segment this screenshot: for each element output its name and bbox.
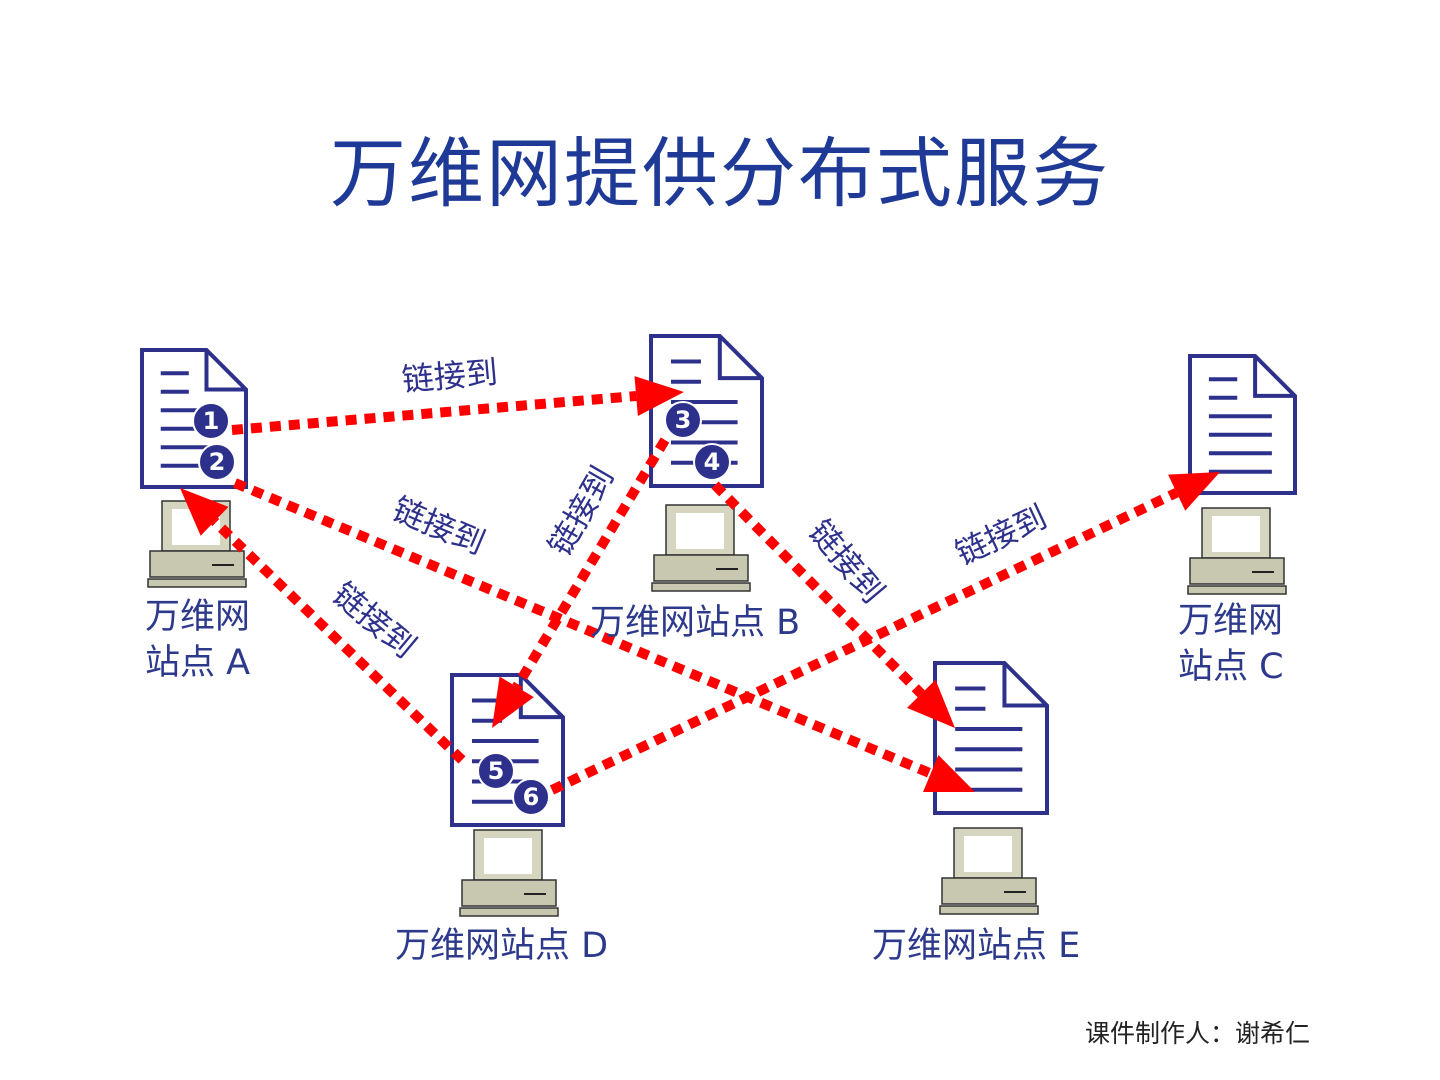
- step-badge-4: 4: [693, 443, 731, 481]
- site-label-e: 万维网站点 E: [872, 926, 1081, 966]
- link-label: 链接到: [541, 460, 622, 562]
- svg-text:2: 2: [209, 448, 226, 476]
- computer-icon: [1187, 507, 1287, 595]
- computer-icon: [459, 829, 559, 917]
- svg-text:5: 5: [488, 757, 505, 785]
- site-label-a: 万维网 站点 A: [145, 597, 251, 683]
- svg-text:1: 1: [203, 407, 220, 435]
- step-badge-5: 5: [477, 752, 515, 790]
- credit-text: 课件制作人：谢希仁: [1085, 1019, 1311, 1048]
- link-label: 链接到: [801, 513, 892, 611]
- link-arrow: [180, 488, 466, 764]
- link-arrow: [492, 437, 670, 728]
- link-label: 链接到: [325, 575, 423, 666]
- site-label-d: 万维网站点 D: [395, 926, 609, 966]
- site-label-b: 万维网站点 B: [590, 603, 801, 643]
- link-arrow: [231, 376, 684, 435]
- step-badge-6: 6: [512, 778, 550, 816]
- link-arrow: [549, 472, 1220, 795]
- link-arrow: [711, 481, 955, 728]
- slide-title: 万维网提供分布式服务: [330, 129, 1110, 218]
- computer-icon: [939, 827, 1039, 915]
- link-label: 链接到: [400, 353, 499, 399]
- step-badge-2: 2: [198, 443, 236, 481]
- svg-text:6: 6: [523, 783, 540, 811]
- link-arrow: [233, 478, 975, 792]
- svg-text:4: 4: [704, 448, 721, 476]
- web-page-icon: [1188, 354, 1297, 495]
- computer-icon: [651, 504, 751, 592]
- site-label-c: 万维网 站点 C: [1178, 601, 1284, 687]
- step-badge-1: 1: [192, 402, 230, 440]
- step-badge-3: 3: [664, 401, 702, 439]
- svg-text:3: 3: [675, 406, 692, 434]
